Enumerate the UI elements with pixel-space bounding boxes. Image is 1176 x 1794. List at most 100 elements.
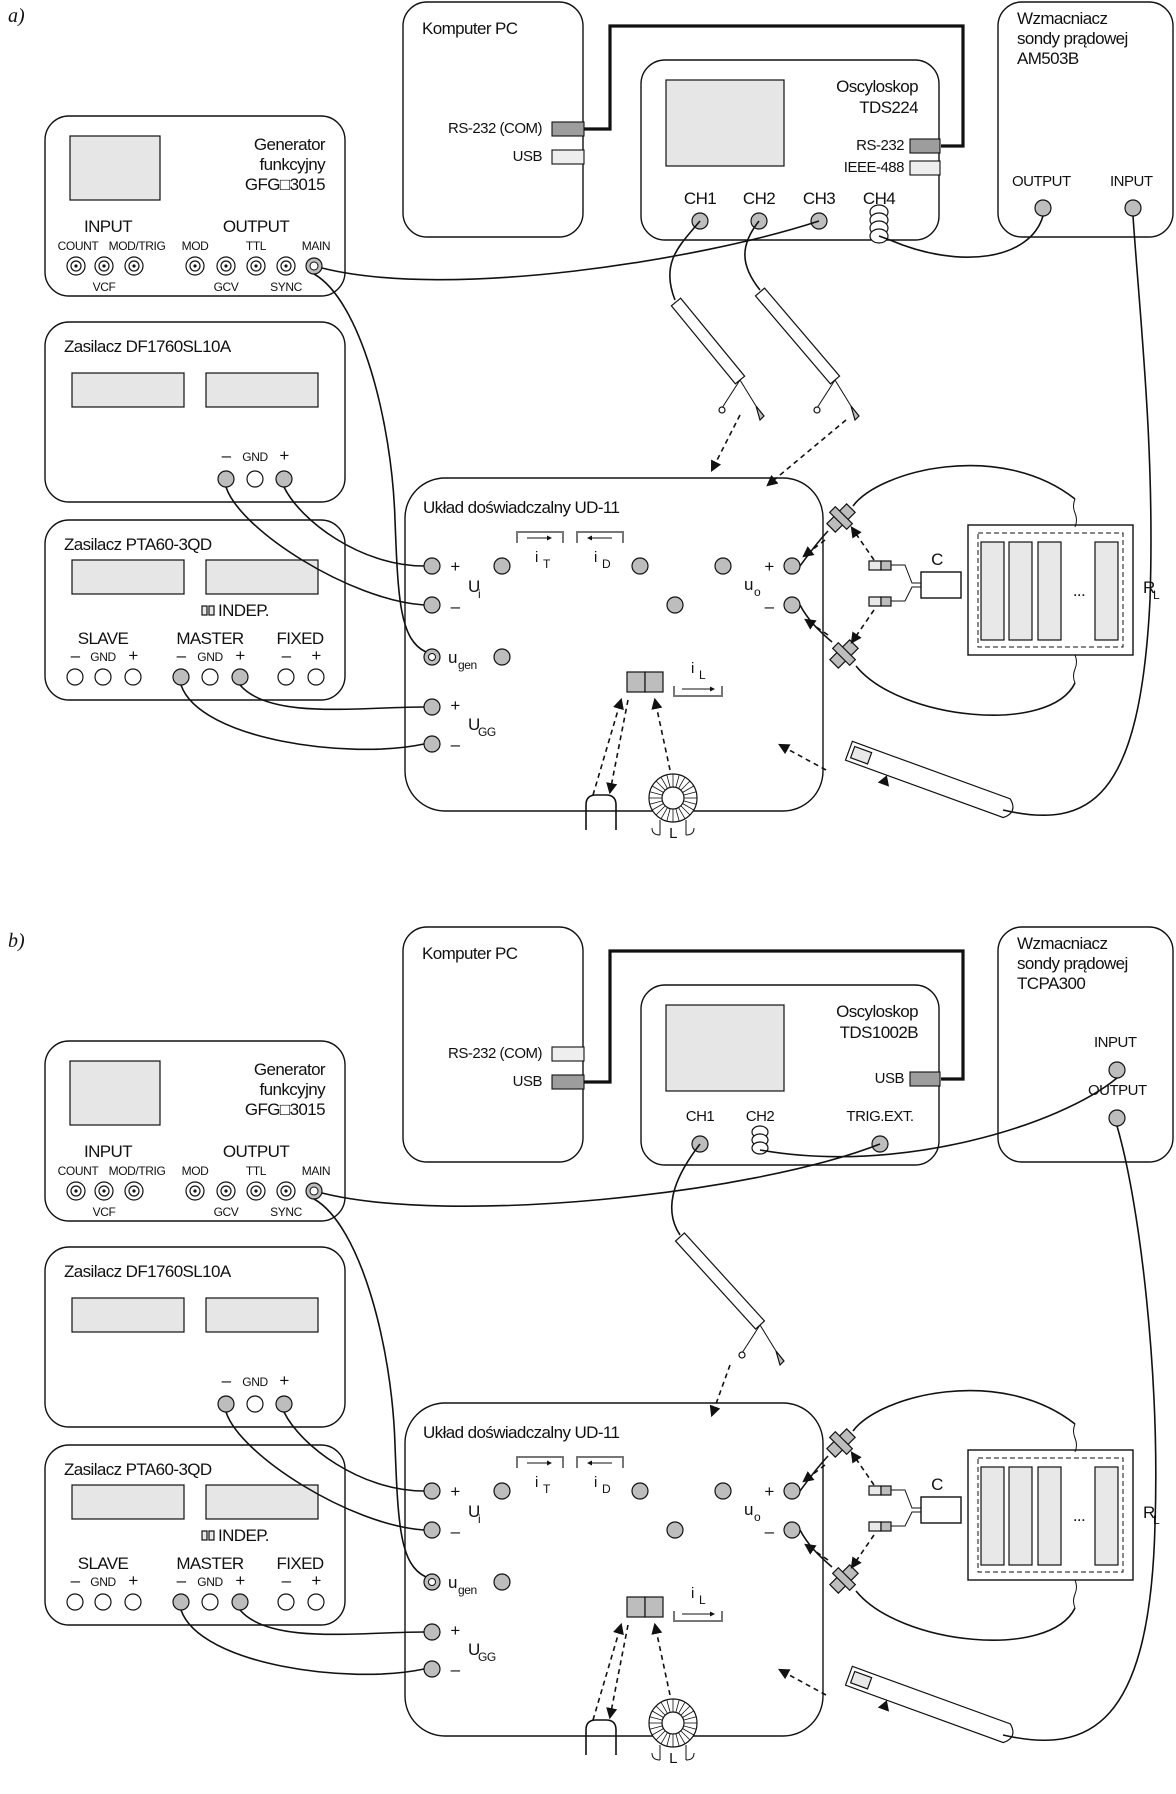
generator-input-bnc-0[interactable]: [66, 1181, 86, 1201]
psu1-minus-jack[interactable]: [217, 1395, 235, 1413]
board-tp-4[interactable]: [666, 596, 684, 614]
board-ui-minus-jack[interactable]: [423, 596, 441, 614]
generator-output-bnc-3[interactable]: [276, 1181, 296, 1201]
psu2-master-minus-jack[interactable]: [172, 1593, 190, 1611]
board-ui-plus-jack[interactable]: [423, 1482, 441, 1500]
generator-output-bnc-0[interactable]: [185, 1181, 205, 1201]
scope-usb-port[interactable]: [909, 1071, 941, 1087]
board-ui-plus-jack[interactable]: [423, 557, 441, 575]
scope-ch4-connector[interactable]: [869, 204, 889, 244]
board-il-connector-a[interactable]: [626, 1596, 646, 1618]
psu2-master-plus-jack[interactable]: [231, 668, 249, 686]
psu2-indep-switch-b[interactable]: [208, 605, 215, 616]
psu1-gnd-jack[interactable]: [246, 1395, 264, 1413]
board-tp-1[interactable]: [493, 1482, 511, 1500]
pc-usb-port[interactable]: [551, 149, 585, 165]
amplifier-input-jack[interactable]: [1108, 1061, 1126, 1079]
psu1-plus-jack[interactable]: [275, 470, 293, 488]
generator-input-bnc-1[interactable]: [94, 256, 114, 276]
current-probe-clamp[interactable]: [842, 740, 1016, 829]
generator-input-bnc-1[interactable]: [94, 1181, 114, 1201]
board-ugg-plus-jack[interactable]: [423, 698, 441, 716]
inductor-leads: [659, 820, 687, 835]
psu1-plus-jack[interactable]: [275, 1395, 293, 1413]
amplifier-output-jack[interactable]: [1108, 1109, 1126, 1127]
board-uo-plus-jack[interactable]: [783, 557, 801, 575]
voltage-probe-2[interactable]: [754, 287, 860, 422]
amplifier-input-jack-ring: [1124, 199, 1142, 217]
generator-output-bnc-0-pin: [193, 1189, 197, 1193]
generator-output-bnc-3[interactable]: [276, 256, 296, 276]
pc-usb-port[interactable]: [551, 1074, 585, 1090]
psu2-terminal-label-7: +: [311, 646, 321, 665]
board-uo-minus-jack[interactable]: [783, 1521, 801, 1539]
voltage-probe-1[interactable]: [670, 297, 765, 422]
board-tp-2[interactable]: [631, 557, 649, 575]
board-ugg-plus-jack[interactable]: [423, 1623, 441, 1641]
generator-input-bnc-2[interactable]: [124, 256, 144, 276]
generator-output-bnc-1[interactable]: [216, 256, 236, 276]
inductor-winding-3: [680, 805, 691, 816]
generator-output-bnc-1[interactable]: [216, 1181, 236, 1201]
psu2-slave-jack-0[interactable]: [66, 1593, 84, 1611]
psu2-master-gnd-jack[interactable]: [201, 1593, 219, 1611]
amplifier-input-jack[interactable]: [1124, 199, 1142, 217]
generator-title-2: funkcyjny: [260, 155, 327, 174]
psu2-indep-switch-a[interactable]: [201, 605, 208, 616]
voltage-probe-1[interactable]: [674, 1232, 785, 1367]
board-uo-plus-jack[interactable]: [783, 1482, 801, 1500]
board-tp-5[interactable]: [493, 1573, 511, 1591]
board-il-connector-b[interactable]: [644, 1596, 664, 1618]
psu2-slave-jack-2[interactable]: [124, 1593, 142, 1611]
psu2-fixed-jack-1[interactable]: [307, 1593, 325, 1611]
board-tp-3[interactable]: [714, 1482, 732, 1500]
psu2-master-plus-jack[interactable]: [231, 1593, 249, 1611]
scope-rs232-port[interactable]: [909, 138, 941, 154]
psu2-fixed-jack-0[interactable]: [277, 668, 295, 686]
pc-rs232-port[interactable]: [551, 1046, 585, 1062]
board-ugg-minus-jack[interactable]: [423, 735, 441, 753]
uo-plus-clip[interactable]: [823, 500, 860, 537]
generator-output-bnc-0[interactable]: [185, 256, 205, 276]
psu1-gnd-jack[interactable]: [246, 470, 264, 488]
psu2-slave-jack-2[interactable]: [124, 668, 142, 686]
board-ugg-minus-jack[interactable]: [423, 1660, 441, 1678]
psu2-fixed-jack-0[interactable]: [277, 1593, 295, 1611]
generator-input-bnc-0[interactable]: [66, 256, 86, 276]
current-probe-clamp[interactable]: [842, 1665, 1016, 1754]
board-uo-minus-jack[interactable]: [783, 596, 801, 614]
psu2-fixed-jack-1[interactable]: [307, 668, 325, 686]
board-il-connector-a[interactable]: [626, 671, 646, 693]
psu1-display-1: [71, 372, 185, 408]
scope-ch2-connector[interactable]: [751, 1125, 769, 1155]
psu2-indep-switch-a[interactable]: [201, 1530, 208, 1541]
board-il-connector-b[interactable]: [644, 671, 664, 693]
generator-output-bnc-2[interactable]: [246, 1181, 266, 1201]
uo-minus-clip[interactable]: [826, 636, 863, 673]
psu2-slave-jack-0[interactable]: [66, 668, 84, 686]
pc-rs232-port[interactable]: [551, 121, 585, 137]
uo-minus-clip[interactable]: [826, 1561, 863, 1598]
board-tp-4[interactable]: [666, 1521, 684, 1539]
psu2-slave-jack-1[interactable]: [94, 668, 112, 686]
generator-output-bnc-2[interactable]: [246, 256, 266, 276]
amplifier-output-jack[interactable]: [1034, 199, 1052, 217]
uo-plus-clip[interactable]: [823, 1425, 860, 1462]
psu2-indep-switch-b[interactable]: [208, 1530, 215, 1541]
psu2-master-minus-jack[interactable]: [172, 668, 190, 686]
scope-ieee488-port[interactable]: [909, 160, 941, 176]
current-loop-wire: [585, 1719, 617, 1755]
psu2-slave-jack-1[interactable]: [94, 1593, 112, 1611]
board-id-label-subscript: D: [602, 557, 611, 571]
psu1-minus-jack[interactable]: [217, 470, 235, 488]
board-ugg-label-letter: U: [468, 715, 480, 734]
board-tp-3[interactable]: [714, 557, 732, 575]
psu2-master-gnd-jack[interactable]: [201, 668, 219, 686]
board-tp-1[interactable]: [493, 557, 511, 575]
board-ui-minus-jack[interactable]: [423, 1521, 441, 1539]
generator-input-bnc-2[interactable]: [124, 1181, 144, 1201]
board-tp-5[interactable]: [493, 648, 511, 666]
board-tp-2[interactable]: [631, 1482, 649, 1500]
